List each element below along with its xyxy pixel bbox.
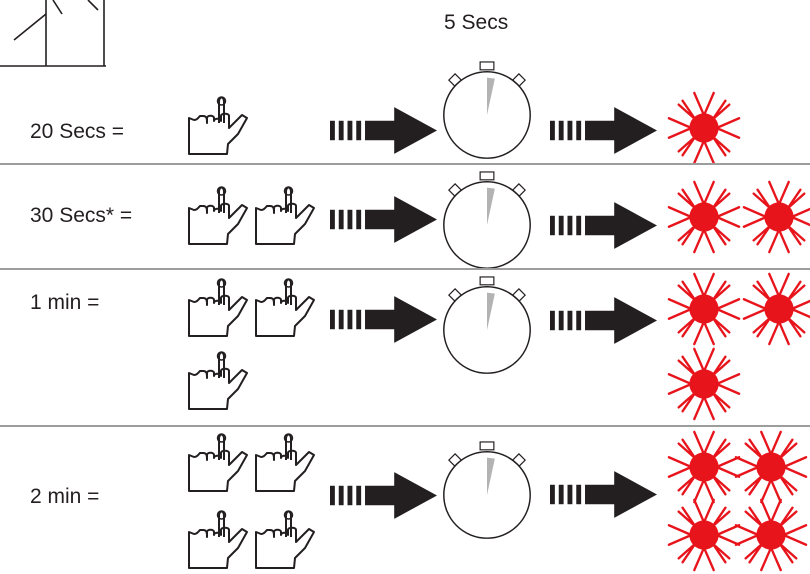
press-hand-icon xyxy=(253,433,317,493)
press-hand-icon xyxy=(253,186,317,246)
press-hand-icon xyxy=(186,186,250,246)
arrow-icon xyxy=(330,196,437,243)
stopwatch-icon xyxy=(437,170,537,278)
press-hand-icon xyxy=(186,96,250,156)
arrow-icon xyxy=(550,297,657,344)
arrow-icon xyxy=(330,296,437,343)
red-flash-icon xyxy=(732,428,810,506)
red-flash-icon xyxy=(665,345,743,423)
row-divider xyxy=(0,163,810,165)
row-label-30-secs: 30 Secs* = xyxy=(30,204,133,227)
red-flash-icon xyxy=(732,496,810,574)
arrow-icon xyxy=(550,202,657,249)
row-divider xyxy=(0,268,810,270)
press-hand-icon xyxy=(253,278,317,338)
red-flash-icon xyxy=(665,270,743,348)
row-label-1-min: 1 min = xyxy=(30,291,100,314)
row-divider xyxy=(0,425,810,427)
row-label-2-min: 2 min = xyxy=(30,485,100,508)
interval-label: 5 Secs xyxy=(444,11,509,34)
red-flash-icon xyxy=(665,178,743,256)
arrow-icon xyxy=(330,472,437,519)
red-flash-icon xyxy=(740,270,810,348)
press-hand-icon xyxy=(186,433,250,493)
red-flash-icon xyxy=(740,178,810,256)
red-flash-icon xyxy=(665,89,743,167)
press-hand-icon xyxy=(186,510,250,570)
press-hand-icon xyxy=(186,278,250,338)
device-outline-icon xyxy=(0,0,106,67)
press-hand-icon xyxy=(253,510,317,570)
arrow-icon xyxy=(330,107,437,154)
row-label-20-secs: 20 Secs = xyxy=(30,120,124,143)
arrow-icon xyxy=(550,471,657,518)
press-hand-icon xyxy=(186,351,250,411)
stopwatch-icon xyxy=(437,60,537,168)
arrow-icon xyxy=(550,107,657,154)
stopwatch-icon xyxy=(437,440,537,548)
stopwatch-icon xyxy=(437,275,537,383)
